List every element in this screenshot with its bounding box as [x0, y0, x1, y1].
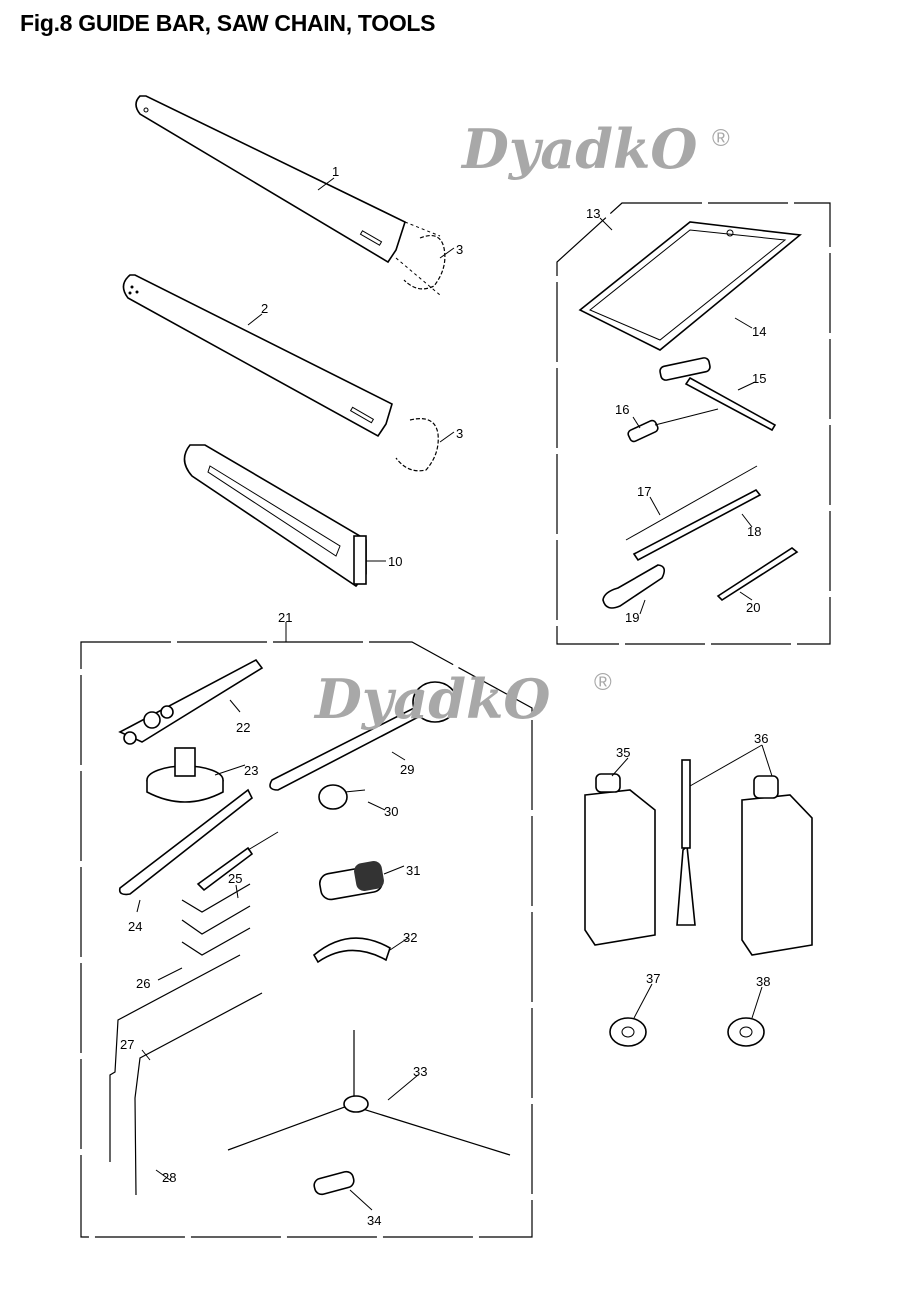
clutch-tool-23: [146, 747, 224, 803]
watermark-top: DyadkO ®: [460, 117, 730, 181]
adjuster-30: [318, 784, 366, 810]
t-wrench-33: [227, 1030, 511, 1156]
wrench-22: [118, 658, 264, 745]
bracket-32: [312, 937, 391, 964]
callout-14: 14: [752, 324, 766, 339]
callout-2: 2: [261, 301, 268, 316]
tool-bag-14: [578, 221, 802, 351]
hex-key-27: [109, 954, 241, 1162]
callout-3a: 3: [456, 242, 463, 257]
flat-file-18: [632, 488, 762, 562]
callout-30: 30: [384, 804, 398, 819]
leader-lines: [136, 177, 773, 1211]
hex-key-28: [134, 992, 263, 1196]
sleeve-34: [313, 1170, 355, 1196]
screwdriver-16: [627, 408, 719, 443]
file-handle-19: [602, 564, 666, 609]
callout-25: 25: [228, 871, 242, 886]
knurled-tool-31: [318, 861, 384, 901]
callout-15: 15: [752, 371, 766, 386]
callout-28: 28: [162, 1170, 176, 1185]
svg-text:DyadkO: DyadkO: [313, 667, 550, 731]
callout-27: 27: [120, 1037, 134, 1052]
callout-labels: 1 3 2 3 10 13 14 15 16 17 18 19 20 21 22…: [120, 164, 770, 1228]
callout-33: 33: [413, 1064, 427, 1079]
guide-bar-2: [122, 274, 439, 472]
svg-text:®: ®: [712, 125, 730, 152]
callout-32: 32: [403, 930, 417, 945]
punch-25: [196, 831, 279, 892]
can-35: [584, 773, 656, 946]
tool-kit-box-13: [556, 202, 831, 645]
callout-21: 21: [278, 610, 292, 625]
svg-text:®: ®: [594, 669, 612, 696]
combination-wrench-15: [659, 357, 777, 432]
callout-18: 18: [747, 524, 761, 539]
cap-37: [609, 1017, 647, 1047]
callout-3b: 3: [456, 426, 463, 441]
callout-1: 1: [332, 164, 339, 179]
nozzle-36: [676, 759, 696, 926]
callout-17: 17: [637, 484, 651, 499]
callout-36: 36: [754, 731, 768, 746]
callout-26: 26: [136, 976, 150, 991]
callout-34: 34: [367, 1213, 381, 1228]
callout-37: 37: [646, 971, 660, 986]
tool-set-box-21: [80, 641, 533, 1238]
callout-10: 10: [388, 554, 402, 569]
callout-38: 38: [756, 974, 770, 989]
cap-38: [727, 1017, 765, 1047]
piston-stop-29: [269, 681, 458, 791]
callout-24: 24: [128, 919, 142, 934]
lever-24: [118, 788, 254, 896]
callout-29: 29: [400, 762, 414, 777]
callout-16: 16: [615, 402, 629, 417]
round-file-17: [625, 465, 758, 541]
callout-35: 35: [616, 745, 630, 760]
file-holder-20: [716, 547, 799, 602]
watermark-middle: DyadkO ®: [313, 667, 612, 731]
bar-cover-10: [183, 444, 367, 588]
can-36: [741, 775, 813, 956]
callout-13: 13: [586, 206, 600, 221]
callout-20: 20: [746, 600, 760, 615]
figure-title: Fig.8 GUIDE BAR, SAW CHAIN, TOOLS: [20, 10, 436, 36]
callout-19: 19: [625, 610, 639, 625]
callout-23: 23: [244, 763, 258, 778]
callout-31: 31: [406, 863, 420, 878]
pins-26: [181, 883, 251, 956]
svg-text:DyadkO: DyadkO: [460, 117, 697, 181]
guide-bar-1: [135, 95, 446, 296]
callout-22: 22: [236, 720, 250, 735]
